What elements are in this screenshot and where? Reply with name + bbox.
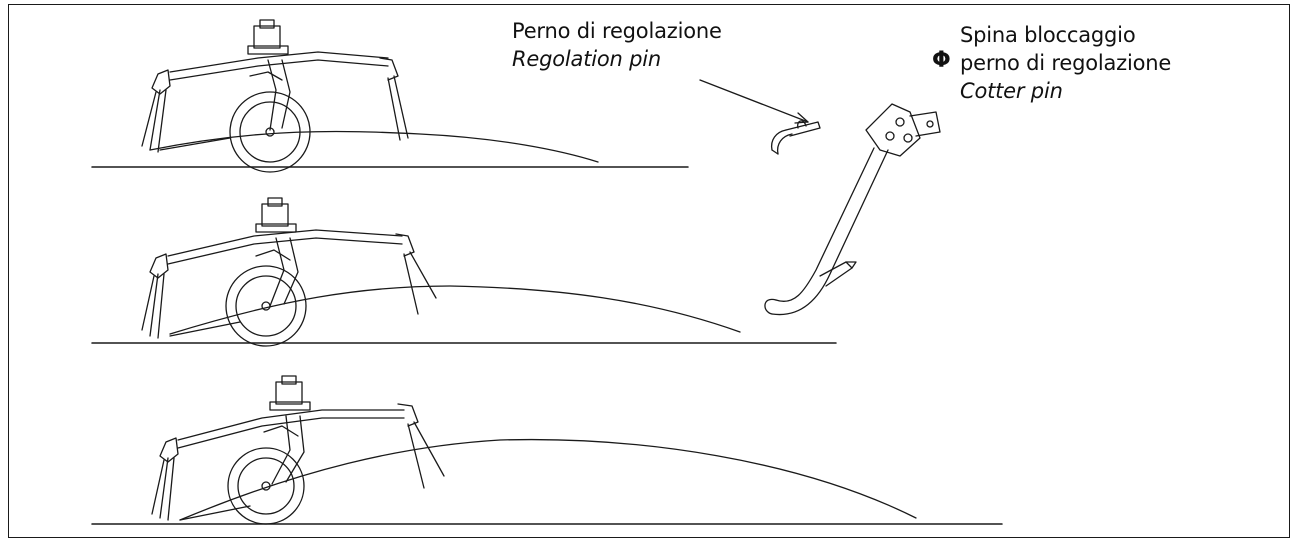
adjust-pin-label-en: Regolation pin — [512, 47, 661, 71]
swath-profile-2 — [169, 285, 741, 335]
cotter-pin-label-en: Cotter pin — [960, 79, 1063, 103]
gearbox-3 — [275, 381, 303, 405]
swath-profile-3 — [179, 438, 917, 521]
cotter-symbol-icon: Φ — [932, 48, 951, 73]
machine-row-2 — [91, 197, 837, 347]
cotter-pin-label-it-line1: Spina bloccaggio — [960, 23, 1136, 47]
adjust-pin-label-it: Perno di regolazione — [512, 19, 722, 43]
figure-frame — [8, 4, 1290, 538]
gearbox-2 — [261, 203, 289, 227]
swath-profile-1 — [149, 130, 599, 163]
wheel-1 — [229, 91, 311, 173]
leader-arrow-line — [699, 79, 809, 123]
machine-row-1 — [91, 19, 689, 173]
cotter-pin-drawing — [770, 120, 821, 155]
wheel-3 — [227, 447, 305, 525]
wheel-2 — [225, 265, 307, 347]
machine-row-3 — [91, 375, 1003, 525]
leader-arrowhead — [794, 112, 809, 124]
cotter-pin-label-it-line2: perno di regolazione — [960, 51, 1172, 75]
adjustment-pin-drawing — [764, 103, 941, 316]
gearbox-1 — [253, 25, 281, 49]
